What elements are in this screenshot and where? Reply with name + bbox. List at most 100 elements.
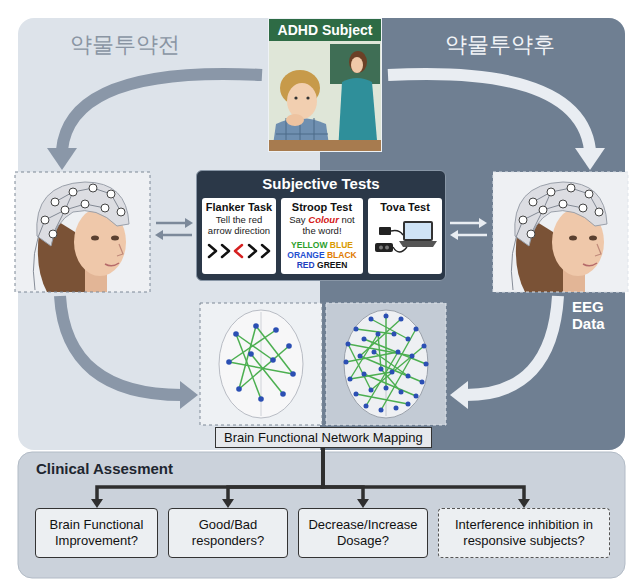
- image-frame: [200, 303, 322, 425]
- brain-network: [286, 343, 292, 349]
- flow-arrow: [575, 148, 605, 170]
- brain-network: [362, 337, 367, 342]
- instruction-word: the: [302, 225, 315, 236]
- question-box: Decrease/Increase Dosage?: [298, 508, 428, 558]
- classroom-photo: [294, 96, 297, 99]
- phase-title: 약물투약전: [70, 30, 180, 60]
- brain-network: [394, 406, 399, 411]
- brain-network: [406, 374, 411, 379]
- brain-network: [384, 314, 389, 319]
- connector: [323, 448, 530, 508]
- exchange-arrows: [450, 218, 487, 240]
- flow-arrow: [180, 381, 198, 409]
- brain-network: [384, 386, 389, 391]
- brain-network: [414, 394, 419, 399]
- exchange-arrows: [457, 234, 487, 237]
- classroom-photo: [287, 83, 317, 119]
- brain-network: [354, 392, 359, 397]
- brain-network: [258, 396, 264, 402]
- tova-device: [371, 217, 439, 261]
- arrowhead: [518, 499, 530, 508]
- brain-network: [273, 327, 279, 333]
- image-frame: [493, 172, 628, 292]
- brain-network: [358, 354, 363, 359]
- brain-network: [229, 326, 293, 399]
- classroom-photo: [268, 140, 382, 152]
- flanker-arrows: [249, 245, 256, 257]
- flow-arrow: [466, 296, 558, 395]
- question-text: Interference inhibition in responsive su…: [447, 517, 601, 548]
- test-name: Stroop Test: [283, 201, 361, 213]
- flanker-arrows: [209, 245, 269, 257]
- brain-network: [356, 394, 408, 404]
- flow-arrow: [450, 381, 468, 409]
- test-instruction: Tell the red arrow direction: [204, 215, 274, 237]
- brain-network: [406, 402, 411, 407]
- brain-network: [239, 326, 256, 389]
- brain-network: [236, 386, 242, 392]
- flanker-arrows: [209, 245, 216, 257]
- exchange-arrows: [162, 234, 192, 237]
- stroop-words: YELLOW BLUEORANGE BLACKRED GREEN: [283, 240, 361, 270]
- test-box: Flanker TaskTell the red arrow direction: [202, 198, 276, 274]
- brain-network: [280, 391, 286, 397]
- question-text: Good/Bad responders?: [177, 517, 279, 548]
- brain-network: [346, 316, 426, 410]
- exchange-arrows: [155, 218, 193, 240]
- question-text: Brain Functional Improvement?: [44, 517, 149, 548]
- tova-device: [379, 246, 383, 250]
- instruction-word: not: [342, 214, 355, 225]
- arrowhead: [357, 499, 369, 508]
- tova-device: [393, 247, 407, 252]
- eeg-head: [493, 172, 628, 292]
- connector-line: [228, 448, 323, 501]
- instruction-word: Say: [289, 214, 305, 225]
- instruction-word: word!: [318, 225, 341, 236]
- brain-network: [392, 329, 416, 372]
- question-box: Good/Bad responders?: [168, 508, 288, 558]
- brain-network: [392, 332, 397, 337]
- test-box: Tova Test: [368, 198, 442, 274]
- classroom-photo: [268, 18, 382, 152]
- flanker-arrows: [235, 245, 242, 257]
- brain-network: [369, 388, 374, 393]
- test-name: Flanker Task: [204, 201, 274, 213]
- mapping-box: Brain Functional Network Mapping: [215, 427, 432, 448]
- brain-network: [372, 350, 377, 355]
- brain-network: [226, 323, 296, 402]
- brain-network: [424, 362, 429, 367]
- flanker-arrows: [222, 245, 229, 257]
- classroom-photo: [349, 51, 367, 73]
- stroop-row: YELLOW BLUE: [283, 240, 361, 250]
- stroop-row: ORANGE BLACK: [283, 250, 361, 260]
- emphasis-word: Colour: [308, 214, 339, 225]
- flanker-arrows: [262, 245, 269, 257]
- test-name: Tova Test: [370, 201, 440, 213]
- exchange-arrows: [185, 218, 193, 228]
- brain-network: [364, 404, 369, 409]
- stroop-word: BLACK: [327, 250, 357, 260]
- test-box: Stroop TestSay Colour not the word! YELLO…: [281, 198, 363, 274]
- brain-network: [229, 362, 293, 374]
- tova-device: [403, 221, 433, 241]
- connector-line: [323, 448, 363, 501]
- stroop-row: RED GREEN: [283, 260, 361, 270]
- stroop-word: GREEN: [317, 260, 347, 270]
- tova-device: [375, 243, 393, 252]
- exchange-arrows: [450, 230, 458, 240]
- connector: [91, 448, 323, 508]
- brain-network: [366, 352, 398, 406]
- tova-device: [391, 231, 403, 236]
- brain-network: [410, 354, 415, 359]
- stroop-word: BLUE: [330, 240, 353, 250]
- classroom-photo: [330, 44, 380, 84]
- exchange-arrows: [450, 222, 480, 225]
- question-box: Interference inhibition in responsive su…: [438, 508, 610, 558]
- brain-network: [354, 327, 359, 332]
- classroom-photo: [268, 18, 382, 152]
- phase-title: 약물투약후: [445, 30, 555, 60]
- flow-arrow: [60, 296, 182, 395]
- exchange-arrows: [155, 230, 163, 240]
- flow-arrow: [62, 74, 262, 150]
- panel-title: Clinical Assesment: [18, 452, 625, 477]
